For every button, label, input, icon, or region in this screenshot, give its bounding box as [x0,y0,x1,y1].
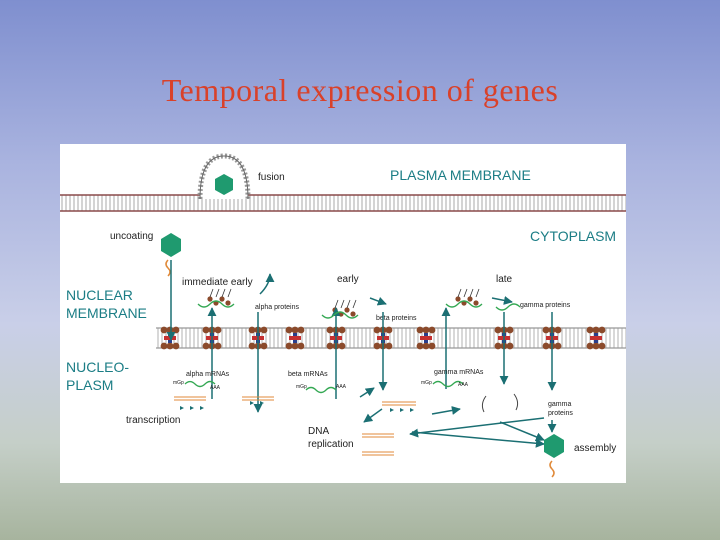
beta-polya-label: AAA [336,384,347,390]
gamma-proteins-label: gamma proteins [520,302,571,309]
fusion-vesicle [197,153,251,200]
alpha-proteins-label: alpha proteins [255,304,299,311]
immediate-early-label: immediate early [182,277,253,288]
ribosome-clusters [207,288,480,317]
dna-replication-label-line2: replication [308,439,354,450]
plasma-membrane-label: PLASMA MEMBRANE [390,167,531,183]
ribosome-cluster [455,288,480,306]
early-label: early [337,274,359,285]
temporal-expression-diagram: fusion PLASMA MEMBRANE uncoating CYTOPLA… [60,153,626,478]
uncoating-capsid [161,233,181,277]
gamma-cap-label: mGp [421,380,432,386]
diagram-panel: fusion PLASMA MEMBRANE uncoating CYTOPLA… [60,144,626,483]
uncoating-label: uncoating [110,231,153,242]
fusion-label: fusion [258,172,285,183]
alpha-polya-label: AAA [210,385,221,391]
alpha-cap-label: mGp [173,380,184,386]
late-label: late [496,274,513,285]
nuclear-membrane-label-line2: MEMBRANE [66,305,147,321]
gamma-proteins-nuc-label-line1: gamma [548,401,571,408]
alpha-mrnas-label: alpha mRNAs [186,371,230,378]
assembly-capsid [544,434,564,478]
ribosome-cluster [207,288,232,306]
pathway-arrows [166,260,557,448]
gamma-polya-label: AAA [458,382,469,388]
beta-cap-label: mGp [296,384,307,390]
nuclear-pore [416,326,436,350]
dna-templates [174,396,416,456]
dna-replication-label-line1: DNA [308,426,329,437]
beta-proteins-label: beta proteins [376,315,417,322]
nuclear-pore [586,326,606,350]
slide-title: Temporal expression of genes [161,72,559,108]
nuclear-pore [285,326,305,350]
nucleoplasm-label-line2: PLASM [66,377,113,393]
mrna-strands [184,300,521,394]
cytoplasm-label: CYTOPLASM [530,228,616,244]
gamma-mrnas-label: gamma mRNAs [434,369,484,376]
nuclear-membrane-label-line1: NUCLEAR [66,287,133,303]
plasma-membrane [60,194,626,212]
late-curls [481,393,519,413]
gamma-proteins-nuc-label-line2: proteins [548,410,573,417]
transcription-label: transcription [126,415,180,426]
nucleoplasm-label-line1: NUCLEO- [66,359,129,375]
assembly-label: assembly [574,443,616,454]
beta-mrnas-label: beta mRNAs [288,371,328,378]
